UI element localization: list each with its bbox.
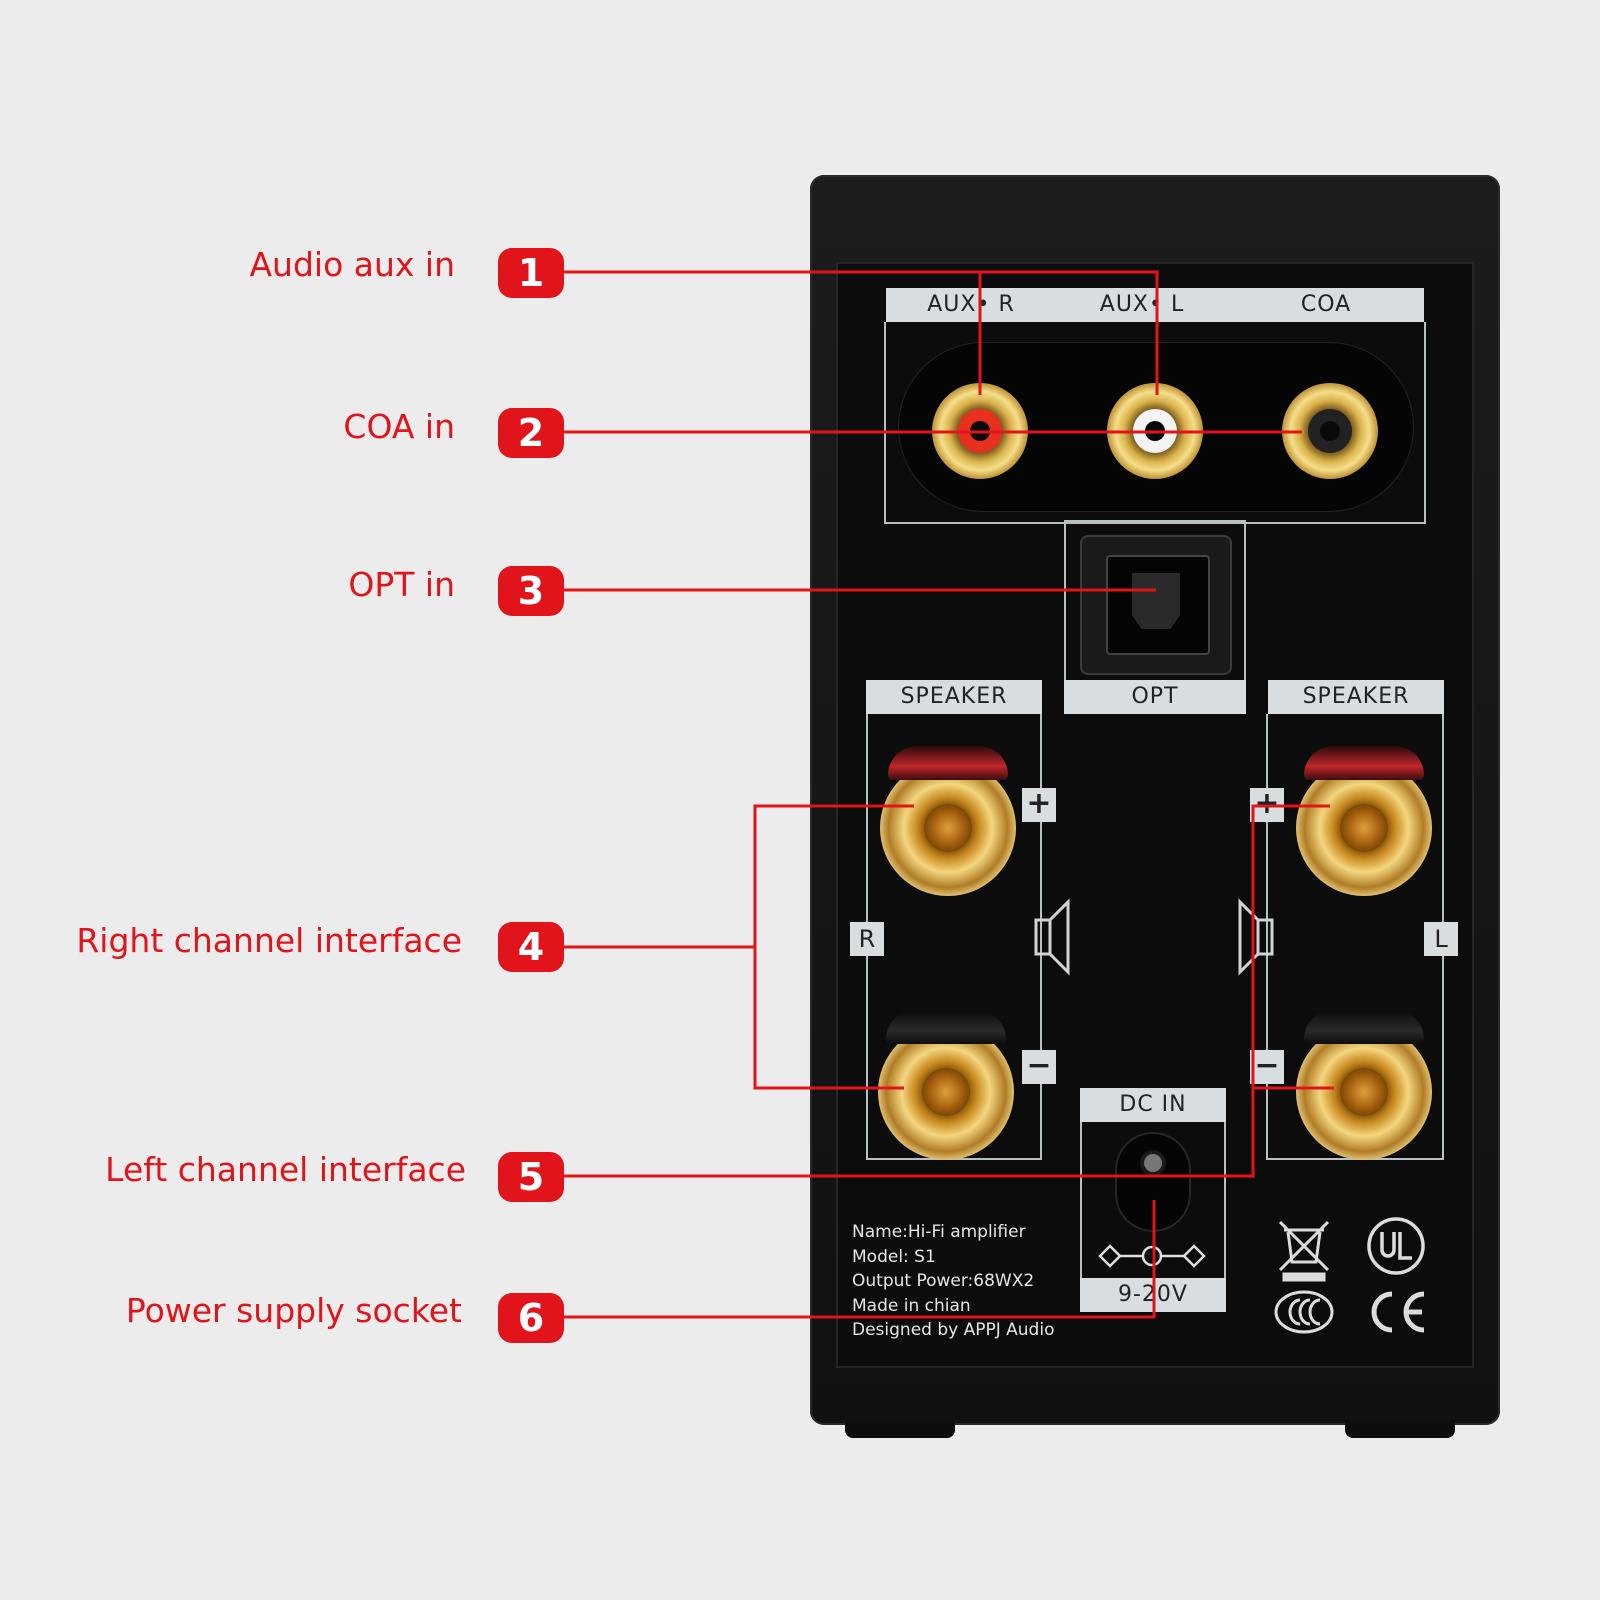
callout-label-coa-in: COA in [343,407,455,446]
callout-badge-4: 4 [498,922,564,972]
coa-jack[interactable] [1282,383,1378,479]
label-voltage: 9-20V [1080,1278,1226,1312]
opt-port[interactable] [1080,535,1232,675]
callout-label-power-supply: Power supply socket [125,1291,462,1330]
spec-origin: Made in chian [852,1295,971,1316]
label-speaker-l-block: SPEAKER [1268,680,1444,714]
opt-frame [1064,520,1246,686]
callout-badge-2: 2 [498,408,564,458]
left-plus-sign: + [1250,788,1284,822]
callout-badge-1: 1 [498,248,564,298]
callout-label-right-channel: Right channel interface [76,921,462,960]
spec-output-power: Output Power:68WX2 [852,1271,1035,1291]
label-opt: OPT [1064,680,1246,714]
dc-socket[interactable] [1117,1134,1189,1230]
spec-designer: Designed by APPJ Audio [852,1320,1055,1340]
right-plus-terminal[interactable] [880,746,1016,896]
right-minus-sign: − [1022,1050,1056,1084]
label-aux-l: AUX• L [1056,288,1228,322]
callout-badge-3: 3 [498,566,564,616]
spec-block: Name:Hi-Fi amplifier Model: S1 Output Po… [852,1220,1054,1343]
label-aux-r: AUX• R [886,288,1056,322]
callout-badge-6: 6 [498,1293,564,1343]
device-foot-right [1345,1420,1455,1438]
channel-l-label: L [1424,922,1458,956]
spec-name: Name:Hi-Fi amplifier [852,1222,1026,1242]
label-coa: COA [1228,288,1424,322]
callout-label-opt-in: OPT in [348,565,455,604]
left-plus-terminal[interactable] [1296,746,1432,896]
left-minus-sign: − [1250,1050,1284,1084]
label-dc-in: DC IN [1080,1088,1226,1122]
input-frame [884,322,1426,524]
callout-label-left-channel: Left channel interface [105,1150,466,1189]
aux-r-jack[interactable] [932,383,1028,479]
left-minus-terminal[interactable] [1296,1010,1432,1160]
spec-model: Model: S1 [852,1246,936,1267]
right-plus-sign: + [1022,788,1056,822]
callout-label-audio-aux-in: Audio aux in [249,245,455,284]
label-speaker-r-block: SPEAKER [866,680,1042,714]
aux-l-jack[interactable] [1107,383,1203,479]
channel-r-label: R [850,922,884,956]
device-foot-left [845,1420,955,1438]
right-minus-terminal[interactable] [878,1010,1014,1160]
callout-badge-5: 5 [498,1152,564,1202]
